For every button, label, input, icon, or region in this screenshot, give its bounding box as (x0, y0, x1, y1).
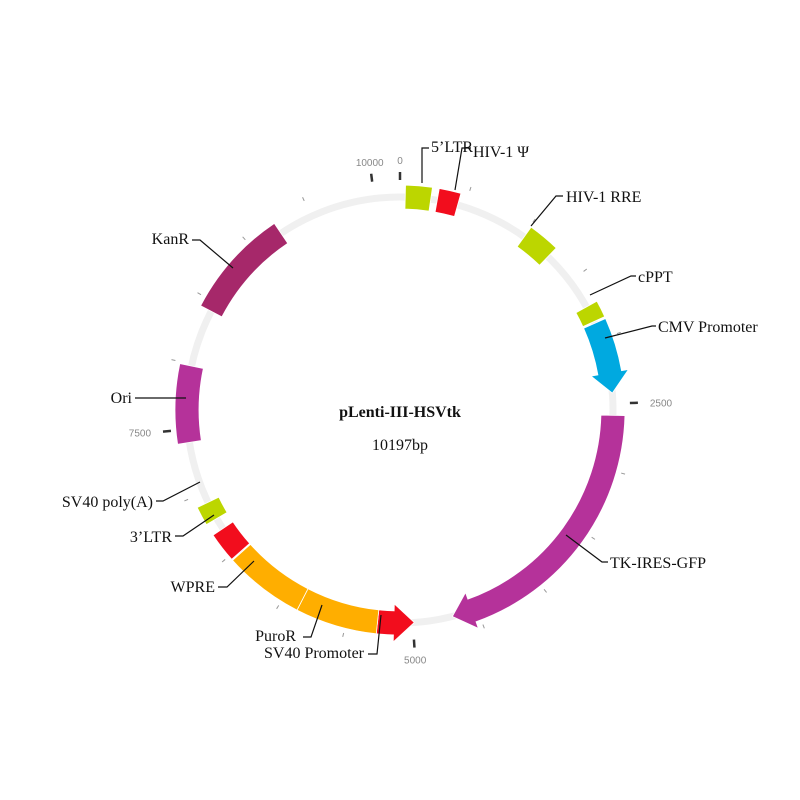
feature-cmv-promoter[interactable] (583, 318, 630, 394)
leader-line-sv40-polya (156, 481, 201, 502)
minor-tick (197, 292, 202, 296)
minor-tick (583, 268, 588, 272)
minor-tick (469, 186, 472, 191)
tick-label: 2500 (650, 398, 673, 409)
leader-line-hiv1-psi (454, 147, 471, 191)
leader-line-tk-ires-gfp (565, 534, 608, 563)
feature-hiv1-rre[interactable] (516, 226, 557, 266)
leader-line-5-ltr (421, 147, 429, 183)
feature-ori[interactable] (174, 363, 204, 445)
feature-label-wpre: WPRE (171, 579, 215, 596)
feature-wpre[interactable] (232, 543, 309, 611)
feature-label-hiv1-psi: HIV-1 Ψ (473, 144, 529, 161)
tick-label: 7500 (129, 429, 152, 440)
feature-hiv1-psi[interactable] (434, 187, 462, 218)
feature-puror[interactable] (296, 588, 380, 635)
leader-group (135, 147, 656, 655)
feature-label-sv40-polya: SV40 poly(A) (62, 494, 153, 511)
feature-kanr[interactable] (200, 222, 289, 318)
feature-label-puror: PuroR (255, 628, 296, 645)
feature-label-5-ltr: 5’LTR (431, 139, 473, 156)
major-tick (369, 173, 374, 182)
leader-line-hiv1-rre (530, 195, 563, 227)
feature-label-3-ltr: 3’LTR (130, 529, 172, 546)
leader-line-kanr (192, 239, 234, 269)
minor-tick (171, 359, 176, 361)
plasmid-size: 10197bp (372, 437, 428, 454)
tick-label: 0 (397, 156, 403, 167)
minor-tick (184, 498, 189, 502)
leader-line-wpre (218, 560, 255, 588)
leader-line-cmv-promoter (604, 325, 656, 339)
minor-tick (621, 472, 626, 475)
feature-label-ori: Ori (111, 390, 133, 407)
feature-sv40-polya[interactable] (196, 496, 228, 526)
feature-label-kanr: KanR (152, 231, 190, 248)
feature-group (174, 184, 630, 643)
leader-line-cppt (589, 275, 636, 296)
feature-label-tk-ires-gfp: TK-IRES-GFP (610, 555, 706, 572)
feature-label-hiv1-rre: HIV-1 RRE (566, 189, 641, 206)
minor-tick (482, 624, 485, 629)
feature-3-ltr[interactable] (212, 521, 251, 560)
tick-label: 5000 (404, 656, 427, 667)
minor-tick (616, 331, 621, 335)
feature-cppt[interactable] (575, 300, 606, 328)
minor-tick (591, 536, 596, 540)
feature-label-cmv-promoter: CMV Promoter (658, 319, 758, 336)
plasmid-name: pLenti-III-HSVtk (339, 404, 461, 421)
feature-tk-ires-gfp[interactable] (451, 414, 626, 630)
minor-tick (276, 605, 280, 610)
feature-5-ltr[interactable] (404, 184, 433, 212)
leader-line-puror (303, 604, 323, 638)
tick-label: 10000 (356, 158, 384, 169)
leader-line-3-ltr (175, 514, 215, 537)
minor-tick (221, 559, 226, 563)
minor-tick (543, 588, 547, 593)
minor-tick (302, 197, 305, 202)
tick-group: 0 2500 5000 7500 10000 (129, 156, 673, 667)
minor-tick (342, 632, 345, 638)
feature-label-cppt: cPPT (638, 269, 673, 286)
minor-tick (242, 236, 246, 241)
major-tick (162, 429, 172, 433)
feature-label-sv40-promoter: SV40 Promoter (264, 645, 365, 662)
feature-sv40-promoter[interactable] (375, 603, 415, 643)
leader-line-sv40-promoter (368, 614, 382, 655)
minor-tick (532, 218, 536, 223)
